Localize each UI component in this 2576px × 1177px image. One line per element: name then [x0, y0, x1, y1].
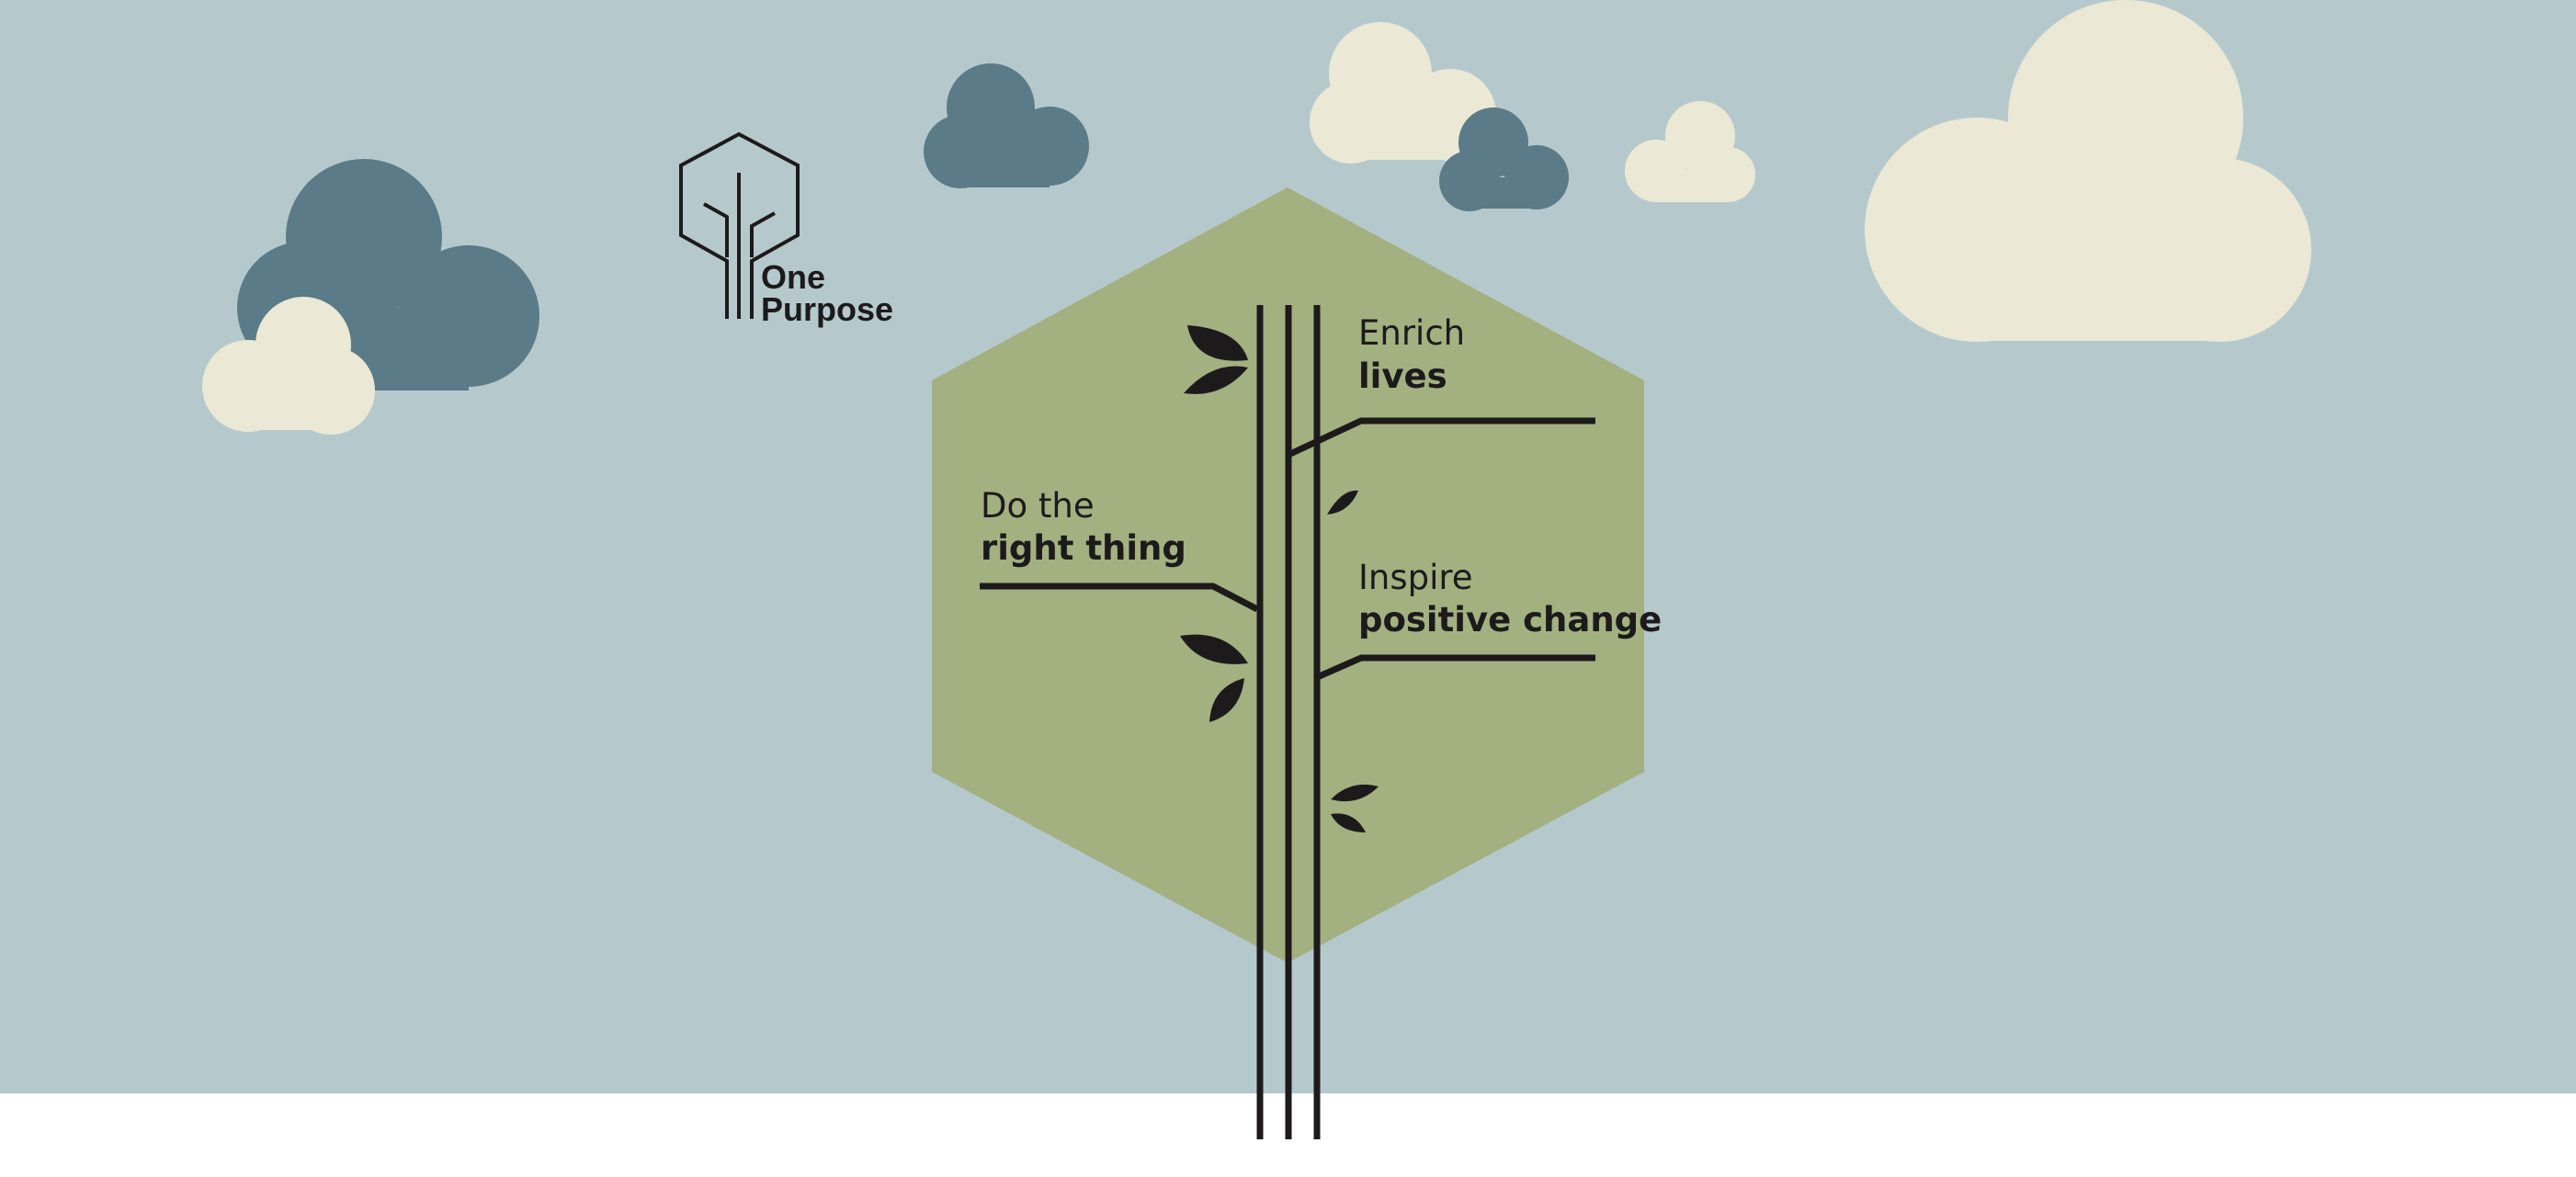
logo: One Purpose — [679, 131, 893, 328]
branch-right-thing — [980, 583, 1259, 613]
logo-line2: Purpose — [761, 290, 893, 328]
value-enrich-bold: lives — [1358, 356, 1447, 396]
value-enrich-light: Enrich — [1358, 313, 1465, 353]
leaf-icon — [1184, 325, 1248, 394]
cloud-light-small — [1625, 101, 1755, 202]
logo-line1: One — [761, 258, 825, 296]
value-inspire-bold: positive change — [1358, 600, 1662, 639]
value-right-thing-light: Do the — [981, 486, 1095, 526]
branch-inspire — [1313, 654, 1595, 682]
value-inspire-light: Inspire — [1358, 558, 1473, 597]
branch-enrich — [1288, 417, 1595, 458]
cloud-dark-small — [924, 63, 1089, 188]
cloud-light-left — [202, 297, 375, 435]
cloud-light-large — [1865, 0, 2311, 342]
leaf-icon — [1331, 784, 1379, 832]
leaf-icon — [1327, 490, 1358, 515]
leaf-icon — [1180, 634, 1248, 722]
value-right-thing-bold: right thing — [981, 528, 1186, 568]
tree-in-hexagon-icon — [679, 131, 800, 319]
cloud-dark-center — [1439, 108, 1569, 211]
